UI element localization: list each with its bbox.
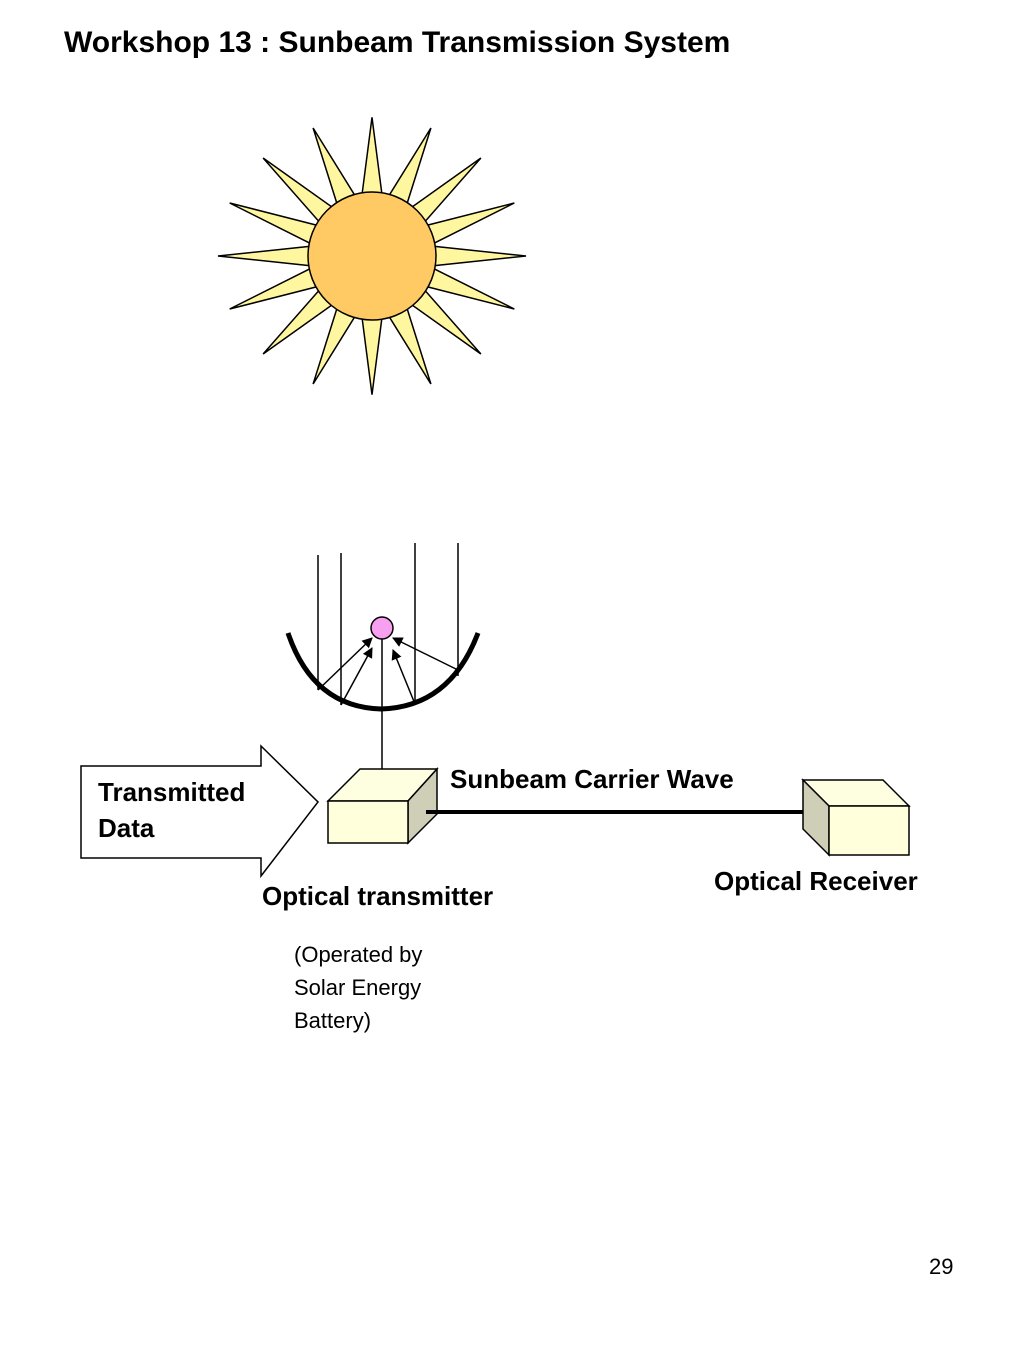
transmitted-data-label: Transmitted Data — [98, 774, 245, 846]
receiver-box-front — [828, 805, 910, 856]
parabolic-dish — [285, 543, 481, 788]
optical-receiver-label: Optical Receiver — [714, 866, 918, 896]
reflected-ray — [317, 637, 373, 691]
power-source-note-line2: Solar Energy — [294, 975, 422, 1000]
transmitted-data-label-line2: Data — [98, 813, 155, 843]
dish-reflector — [285, 632, 481, 712]
slide-title: Workshop 13 : Sunbeam Transmission Syste… — [64, 26, 731, 59]
power-source-note: (Operated by Solar Energy Battery) — [294, 938, 422, 1037]
reflected-ray — [340, 647, 373, 706]
transmitter-box-front — [327, 800, 409, 844]
sun-icon — [217, 117, 527, 395]
input-data-arrow — [80, 744, 319, 879]
optical-transmitter-label: Optical transmitter — [262, 881, 494, 911]
carrier-wave-label: Sunbeam Carrier Wave — [450, 764, 734, 794]
power-source-note-line1: (Operated by — [294, 942, 423, 967]
optical-transmitter-box — [326, 767, 439, 845]
reflected-ray — [391, 649, 416, 705]
page-number: 29 — [929, 1254, 954, 1279]
optical-receiver-box — [801, 778, 911, 857]
sun-disc — [307, 191, 437, 321]
focus-point — [370, 616, 394, 640]
transmitted-data-label-line1: Transmitted — [98, 777, 246, 807]
reflected-ray — [392, 637, 459, 671]
power-source-note-line3: Battery) — [294, 1008, 372, 1033]
